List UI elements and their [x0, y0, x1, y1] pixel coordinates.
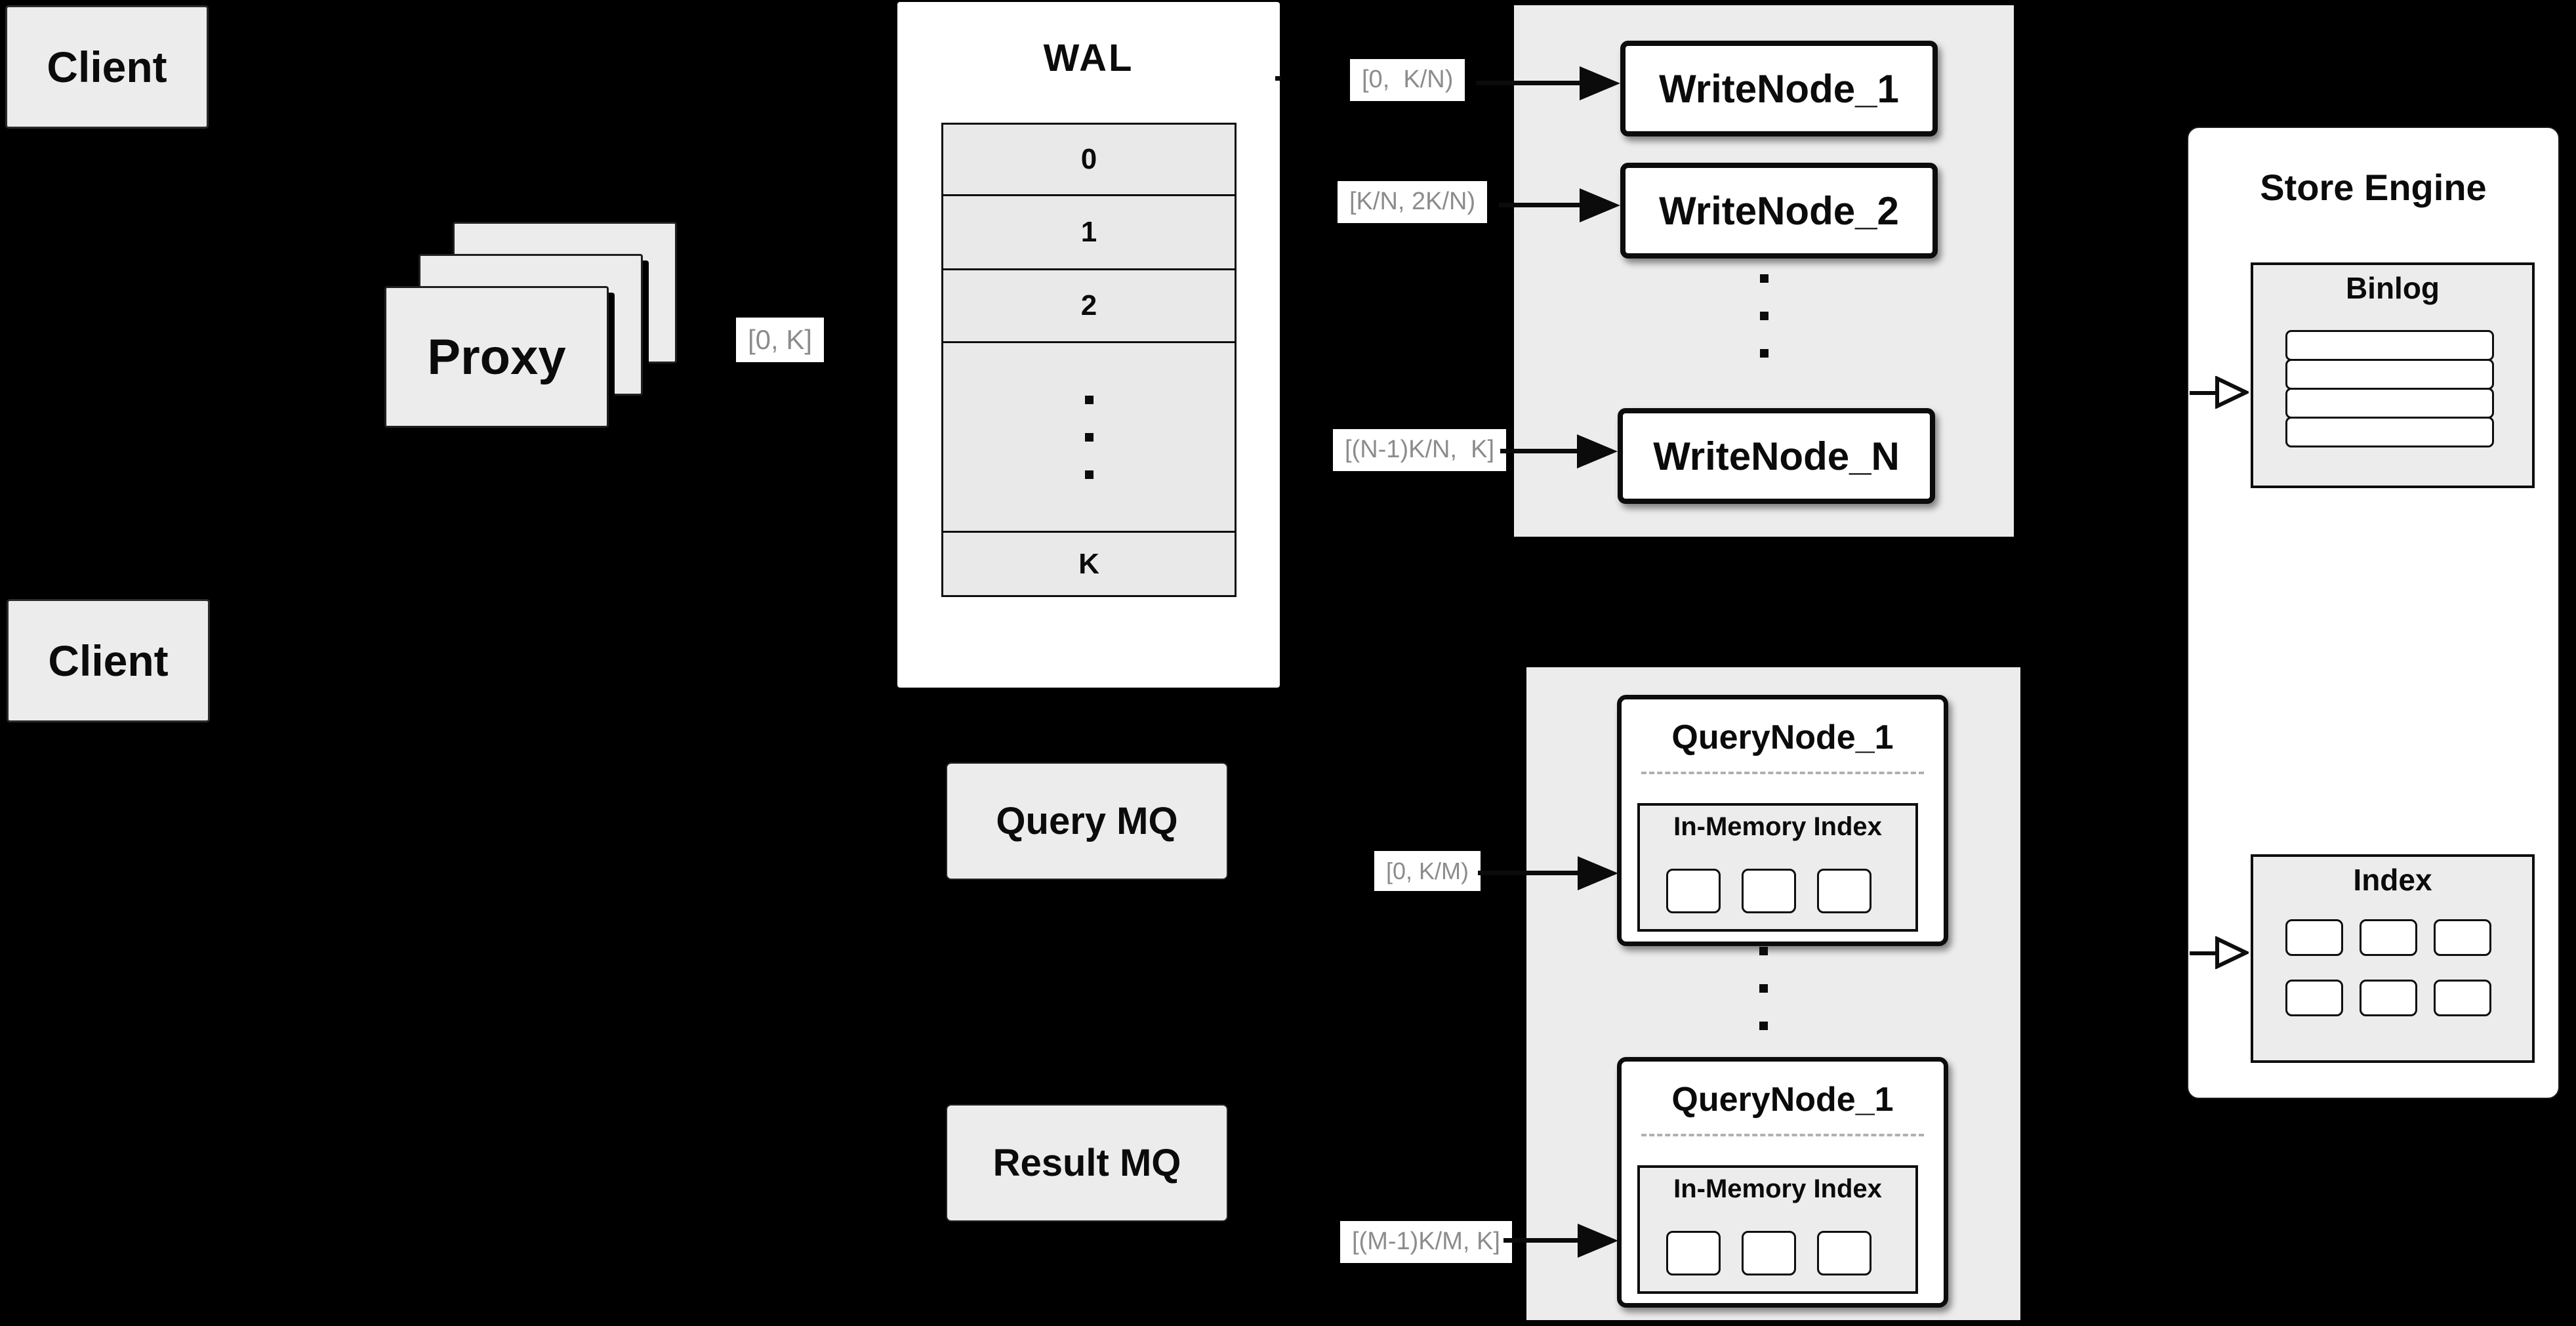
result-mq-label: Result MQ — [992, 1142, 1181, 1184]
in-memory-index-top-label: In-Memory Index — [1673, 812, 1882, 841]
index-file-cell — [2360, 919, 2417, 956]
wal-container: WAL 0 1 2 K — [897, 2, 1280, 688]
arrow-to-writenode-n — [1500, 449, 1577, 453]
index-file-cell — [2285, 919, 2343, 956]
writenode-1-label: WriteNode_1 — [1659, 66, 1899, 111]
binlog-row — [2285, 359, 2494, 390]
arrowhead-writenode-n-icon — [1577, 434, 1618, 468]
arrow-to-writenode-1 — [1476, 81, 1580, 85]
index-box: Index — [2251, 854, 2535, 1063]
in-memory-index-top: In-Memory Index — [1637, 803, 1918, 932]
proxy-node: Proxy — [384, 286, 609, 428]
arrow-to-writenode-2 — [1499, 203, 1580, 207]
result-mq-node: Result MQ — [946, 1104, 1228, 1222]
writenode-n-label: WriteNode_N — [1653, 434, 1900, 478]
query-mq-label: Query MQ — [996, 800, 1178, 842]
wal-row-0: 0 — [941, 123, 1237, 196]
writenode-n: WriteNode_N — [1618, 408, 1935, 504]
range-label-write-1: [0, K/N) — [1350, 59, 1465, 101]
querynode-bottom: QueryNode_1 In-Memory Index — [1617, 1057, 1948, 1308]
index-segment-cell — [1817, 869, 1871, 913]
range-label-write-2: [K/N, 2K/N) — [1338, 181, 1488, 223]
binlog-title: Binlog — [2345, 271, 2440, 305]
client-bottom-node: Client — [7, 599, 210, 722]
index-segment-cell — [1742, 869, 1796, 913]
binlog-box: Binlog — [2251, 262, 2535, 488]
wal-row-1: 1 — [941, 194, 1237, 270]
arrowhead-writenode-1-icon — [1580, 66, 1620, 100]
wal-row-ellipsis — [941, 341, 1237, 533]
client-top-node: Client — [5, 5, 209, 129]
arrow-to-querynode-m — [1503, 1238, 1578, 1243]
open-arrowhead-index-icon — [2215, 936, 2249, 969]
wal-edge-tick — [1275, 76, 1281, 81]
index-title: Index — [2353, 863, 2432, 897]
index-file-cell — [2360, 980, 2417, 1016]
writenode-1: WriteNode_1 — [1620, 41, 1938, 136]
querynode-top: QueryNode_1 In-Memory Index — [1617, 695, 1948, 946]
store-engine-container: Store Engine Binlog Index — [2187, 127, 2560, 1099]
arrow-to-index — [2190, 951, 2217, 955]
range-label-write-n: [(N-1)K/N, K] — [1333, 429, 1507, 471]
client-top-label: Client — [47, 43, 167, 91]
querynode-top-title: QueryNode_1 — [1671, 718, 1894, 756]
index-file-cell — [2434, 919, 2491, 956]
wal-row-k: K — [941, 531, 1237, 597]
index-segment-cell — [1817, 1231, 1871, 1275]
query-mq-node: Query MQ — [946, 762, 1228, 880]
wal-table: 0 1 2 K — [941, 123, 1237, 597]
index-file-cell — [2434, 980, 2491, 1016]
wal-row-2: 2 — [941, 268, 1237, 343]
range-label-proxy-out: [0, K] — [736, 318, 825, 363]
index-segment-cell — [1666, 1231, 1721, 1275]
wal-title: WAL — [1043, 37, 1134, 79]
binlog-row — [2285, 417, 2494, 447]
binlog-row — [2285, 330, 2494, 361]
arrow-to-binlog — [2190, 391, 2217, 395]
client-bottom-label: Client — [48, 636, 169, 685]
arrowhead-writenode-2-icon — [1580, 188, 1620, 222]
dashed-divider — [1641, 1134, 1924, 1136]
open-arrowhead-binlog-icon — [2215, 376, 2249, 409]
index-segment-cell — [1742, 1231, 1796, 1275]
querynode-ellipsis-dots-icon — [1759, 947, 1768, 1030]
in-memory-index-bottom: In-Memory Index — [1637, 1165, 1918, 1294]
index-cells — [2285, 919, 2491, 1016]
writenode-2-label: WriteNode_2 — [1659, 188, 1899, 233]
arrowhead-querynode-1-icon — [1578, 856, 1618, 890]
binlog-rows — [2285, 330, 2494, 447]
writenode-2: WriteNode_2 — [1620, 163, 1938, 259]
arrowhead-querynode-m-icon — [1578, 1224, 1618, 1258]
arrow-to-querynode-1 — [1478, 871, 1578, 875]
in-memory-index-bottom-label: In-Memory Index — [1673, 1174, 1882, 1203]
store-engine-title: Store Engine — [2260, 167, 2487, 208]
proxy-label: Proxy — [427, 329, 566, 385]
writenode-ellipsis-dots-icon — [1760, 274, 1768, 358]
dashed-divider — [1641, 772, 1924, 774]
index-segment-cell — [1666, 869, 1721, 913]
index-file-cell — [2285, 980, 2343, 1016]
range-label-query-m: [(M-1)K/M, K] — [1340, 1221, 1512, 1263]
range-label-query-1: [0, K/M) — [1374, 851, 1481, 892]
querynode-bottom-title: QueryNode_1 — [1671, 1081, 1894, 1119]
binlog-row — [2285, 388, 2494, 419]
ellipsis-dots-icon — [1084, 395, 1094, 479]
